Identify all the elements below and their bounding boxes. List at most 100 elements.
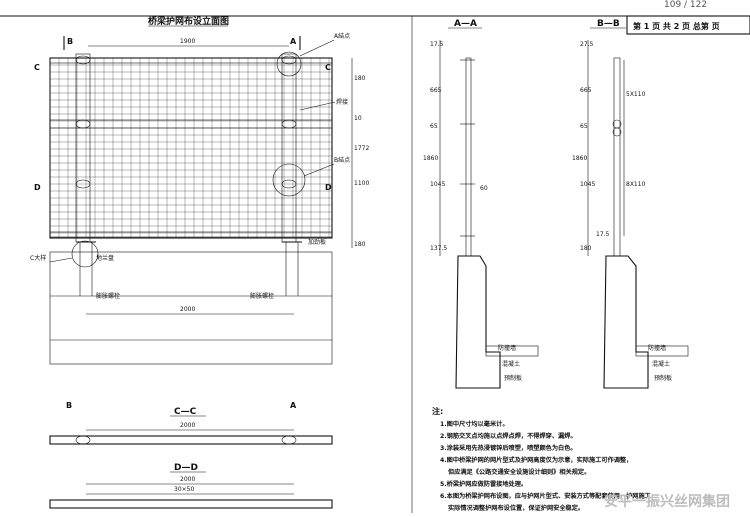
note-6: 5.桥梁护网应做防雷接地处理。 (440, 480, 527, 488)
section-bb-title: B—B (597, 19, 620, 29)
note-7: 6.本图为桥梁护网布设图，应与护网片型式、安装方式等配套使用，护网施工 (440, 492, 652, 500)
section-aa-title: A—A (454, 19, 477, 29)
callout-a-node: A結点 (334, 32, 350, 40)
page-number: 109 / 122 (664, 0, 707, 10)
section-dd-title: D—D (174, 463, 198, 473)
section-bb-drawing (587, 40, 689, 389)
elevation-dim-right-4: 10 (354, 115, 362, 122)
deck-outline (49, 251, 333, 365)
section-cc-title: C—C (174, 407, 197, 417)
notes-heading: 注: (432, 406, 443, 416)
section-aa-label-3: 预制板 (504, 374, 522, 382)
callout-c-leader (49, 257, 73, 263)
mesh-frame (49, 57, 333, 239)
detail-circle-a (276, 51, 302, 77)
elevation-dim-top: 1900 (180, 38, 195, 45)
detail-circle-c (71, 240, 99, 268)
post-left (75, 53, 91, 243)
section-aa-dim-6: 137.5 (430, 245, 447, 252)
section-bb-dim-9: 17.5 (596, 231, 610, 238)
cut-mark-a-cc: A (290, 401, 297, 410)
section-aa-dim-4: 1045 (430, 181, 445, 188)
callout-weld: 焊接 (336, 98, 348, 106)
section-bb-dim-1: 27.5 (580, 41, 594, 48)
elevation-title: 桥梁护网布设立面图 (148, 15, 229, 27)
section-aa-dim-1: 17.5 (430, 41, 444, 48)
note-3: 3.涂装采用先热浸镀锌后喷塑，喷塑颜色为白色。 (440, 444, 577, 452)
note-8: 实际情况调整护网布设位置，保证护网安全稳定。 (448, 504, 584, 512)
clamp-mid-right (281, 119, 297, 129)
watermark: 安平一振兴丝网集团 (604, 493, 730, 510)
section-cc-dim: 2000 (180, 422, 195, 429)
section-aa-label-1: 防撞墙 (498, 344, 516, 352)
section-aa-deck (485, 345, 539, 357)
cut-mark-b-cc: B (66, 401, 72, 410)
section-dd-dim-2: 30×50 (174, 486, 194, 493)
cut-mark-b-top: B (67, 37, 73, 46)
note-4: 4.图中桥梁护网的网片型式及护网高度仅为示意，实际施工可作调整， (440, 456, 632, 464)
section-aa-dim-3: 65 (430, 123, 438, 130)
callout-weld-leader (299, 101, 336, 111)
section-aa-drawing (439, 40, 539, 389)
clamp-mid-left (75, 119, 91, 129)
section-cc-rail (49, 435, 333, 445)
section-aa-post (465, 57, 472, 257)
elevation-dim-bottom: 2000 (180, 306, 195, 313)
section-aa-dim-5: 1860 (423, 155, 438, 162)
rail-bottom (49, 231, 333, 238)
cut-mark-c-left: C (34, 63, 40, 72)
mesh-vertical-wires (49, 58, 330, 238)
section-bb-wall (603, 255, 649, 389)
section-aa-label-2: 混凝土 (502, 360, 520, 368)
callout-stiffener: 加劲板 (308, 238, 326, 246)
callout-bolt-right: 膨胀螺栓 (250, 292, 274, 300)
clamp-top-left (75, 55, 91, 65)
note-1: 1.图中尺寸均以毫米计。 (440, 420, 509, 428)
section-aa-dim-7: 60 (480, 185, 488, 192)
callout-c-detail: C大样 (30, 254, 46, 262)
callout-b-leader (303, 163, 335, 177)
section-cc-clamp-left (75, 435, 91, 445)
detail-circle-b (272, 163, 306, 197)
note-2: 2.钢筋交叉点均施以点焊点焊，不得焊穿、漏焊。 (440, 432, 577, 440)
section-bb-dim-7: 180 (580, 245, 592, 252)
section-aa-dim-2: 665 (430, 87, 442, 94)
note-5: 但应满足《公路交通安全设施设计细则》相关规定。 (447, 468, 590, 476)
section-bb-dim-3: 665 (580, 87, 592, 94)
clamp-low-right (281, 179, 297, 189)
cut-mark-a-top: A (290, 37, 297, 46)
rail-top (49, 57, 333, 64)
title-block-label: 第 1 页 共 2 页 总第 页 (633, 21, 720, 31)
mesh-panel (49, 53, 333, 243)
section-bb-label-1: 防撞墙 (648, 344, 666, 352)
cut-mark-d-right: D (325, 183, 332, 192)
section-dd-dim-1: 2000 (180, 476, 195, 483)
cut-mark-c-right: C (325, 63, 331, 72)
rail-middle (49, 119, 333, 129)
cut-mark-d-left: D (34, 183, 41, 192)
elevation-dim-right-2: 1100 (354, 180, 369, 187)
clamp-low-left (75, 179, 91, 189)
section-bb-dim-5: 1045 (580, 181, 595, 188)
section-bb-clamp-2 (612, 127, 622, 137)
section-bb-dim-6: 1860 (572, 155, 587, 162)
section-bb-label-2: 混凝土 (652, 360, 670, 368)
section-aa-wall (455, 255, 501, 389)
section-bb-post (613, 57, 621, 257)
section-bb-dim-8: 8X110 (626, 181, 646, 188)
callout-flange: 地兰盘 (96, 254, 114, 262)
elevation-dim-right-5: 180 (354, 241, 366, 248)
callout-b-node: B結点 (334, 156, 350, 164)
clamp-top-right (281, 55, 297, 65)
elevation-dim-right-3: 1772 (354, 145, 369, 152)
section-bb-dim-4: 65 (580, 123, 588, 130)
mesh-horizontal-wires (50, 57, 332, 234)
section-bb-dim-2: 5X110 (626, 91, 646, 98)
callout-bolt-left: 膨胀螺栓 (96, 292, 120, 300)
section-bb-label-3: 预制板 (654, 374, 672, 382)
section-cc-clamp-right (281, 435, 297, 445)
elevation-dim-right-1: 180 (354, 75, 366, 82)
section-bb-deck (635, 345, 689, 357)
